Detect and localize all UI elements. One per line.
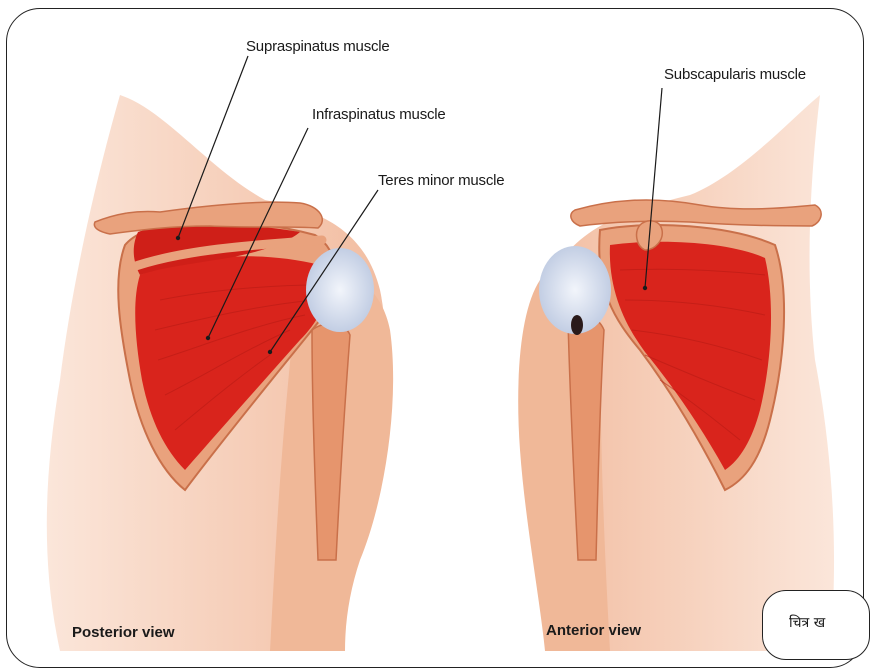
anterior-view-caption: Anterior view	[546, 622, 641, 639]
dot-teres-minor	[268, 350, 272, 354]
label-teres-minor: Teres minor muscle	[378, 172, 504, 189]
dot-infraspinatus	[206, 336, 210, 340]
anterior-tendon-groove	[571, 315, 583, 335]
dot-subscapularis	[643, 286, 647, 290]
anterior-shoulder	[518, 95, 834, 651]
label-subscapularis: Subscapularis muscle	[664, 66, 806, 83]
posterior-view-caption: Posterior view	[72, 624, 175, 641]
figure-tag-label: चित्र ख	[789, 613, 825, 632]
dot-supraspinatus	[176, 236, 180, 240]
posterior-tendon-cap	[306, 248, 374, 332]
posterior-shoulder	[47, 95, 393, 651]
label-supraspinatus: Supraspinatus muscle	[246, 38, 390, 55]
shoulder-illustration	[0, 0, 872, 651]
label-infraspinatus: Infraspinatus muscle	[312, 106, 446, 123]
figure-tag: चित्र ख	[762, 590, 870, 660]
